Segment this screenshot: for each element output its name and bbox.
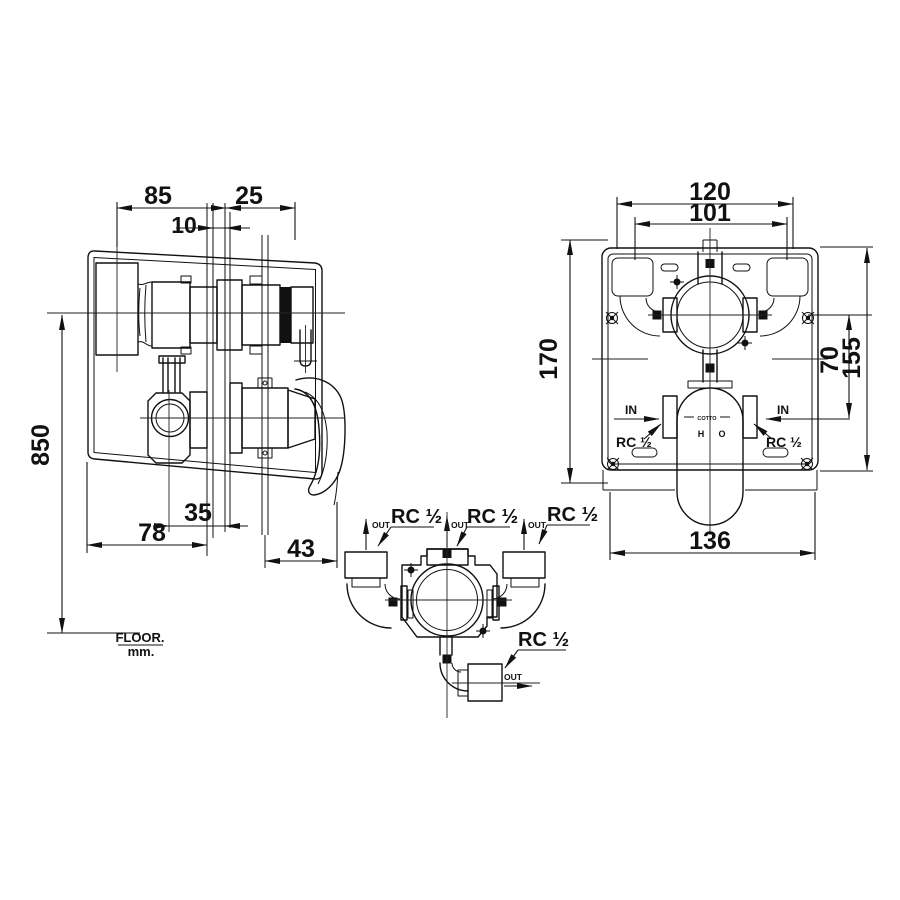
dim-155-label: 155 xyxy=(838,337,866,379)
floor-reference: FLOOR. mm. xyxy=(115,630,164,659)
rc-right-label: RC ½ xyxy=(547,504,598,526)
inlet-right-label: IN xyxy=(777,403,789,417)
inlet-right: IN RC ½ xyxy=(753,403,850,458)
out-mid-label: OUT xyxy=(451,520,470,530)
rc-mid-label: RC ½ xyxy=(467,506,518,528)
front-view-centerlines xyxy=(592,228,828,535)
outlet-port-right: OUT RC ½ xyxy=(491,504,598,629)
dim-850-label: 850 xyxy=(27,424,55,466)
dim-170: 170 xyxy=(535,239,608,484)
dim-10: 10 xyxy=(171,212,250,238)
dim-35: 35 xyxy=(153,499,248,529)
dim-35-label: 35 xyxy=(184,499,212,527)
index-dot xyxy=(404,563,418,577)
index-dot xyxy=(738,336,752,350)
dim-43: 43 xyxy=(264,502,338,568)
inlet-left: IN RC ½ xyxy=(614,403,662,458)
dim-170-label: 170 xyxy=(535,338,563,380)
dim-78: 78 xyxy=(86,462,208,553)
dim-136: 136 xyxy=(609,492,816,560)
rc-left-label: RC ½ xyxy=(391,506,442,528)
dim-70: 70 xyxy=(808,314,872,419)
dim-120-label: 120 xyxy=(689,178,731,206)
rc-bottom-label: RC ½ xyxy=(518,629,569,651)
dim-155: 155 xyxy=(820,246,873,472)
dim-120: 120 xyxy=(616,178,794,249)
thread-right-label: RC ½ xyxy=(766,434,802,450)
cold-mark: O xyxy=(718,429,725,439)
lower-valve-stack xyxy=(147,355,316,464)
out-right-label: OUT xyxy=(528,520,547,530)
dim-101-label: 101 xyxy=(689,199,731,227)
front-view: COTTO H O IN RC ½ IN RC ½ xyxy=(535,178,873,560)
mounting-box-side xyxy=(87,250,323,480)
index-dot xyxy=(670,275,684,289)
lever-handle-side xyxy=(294,377,346,506)
thread-left-label: RC ½ xyxy=(616,434,652,450)
dim-78-label: 78 xyxy=(138,519,166,547)
side-view-centerlines xyxy=(47,246,345,532)
brand-label: COTTO xyxy=(697,416,717,422)
dim-85: 85 xyxy=(116,182,227,247)
mounting-screws xyxy=(605,311,815,471)
inlet-left-label: IN xyxy=(625,403,637,417)
dim-101: 101 xyxy=(634,199,788,260)
hot-mark: H xyxy=(698,429,705,439)
out-left-label: OUT xyxy=(372,520,391,530)
stop-valve-side xyxy=(95,262,153,356)
dim-25-label: 25 xyxy=(235,182,263,210)
floor-unit-label: mm. xyxy=(128,644,155,659)
out-bottom-label: OUT xyxy=(504,672,523,682)
top-view: OUT RC ½ OUT RC ½ OUT RC ½ xyxy=(344,504,598,718)
dim-136-label: 136 xyxy=(689,527,731,555)
floor-label: FLOOR. xyxy=(115,630,164,645)
outlet-port-left: OUT RC ½ xyxy=(344,506,442,629)
outlet-port-bottom: OUT RC ½ xyxy=(439,629,569,702)
dim-25: 25 xyxy=(225,182,296,240)
dim-10-label: 10 xyxy=(171,212,197,238)
side-view: 85 25 10 850 35 78 xyxy=(27,182,346,659)
index-dot xyxy=(476,624,490,638)
valve-body-top xyxy=(388,548,507,664)
top-view-centerlines xyxy=(385,512,540,718)
dim-43-label: 43 xyxy=(287,535,315,563)
upper-valve-stack xyxy=(151,275,317,367)
dim-850: 850 xyxy=(27,314,140,634)
dim-85-label: 85 xyxy=(144,182,172,210)
dim-70-label: 70 xyxy=(816,346,844,374)
